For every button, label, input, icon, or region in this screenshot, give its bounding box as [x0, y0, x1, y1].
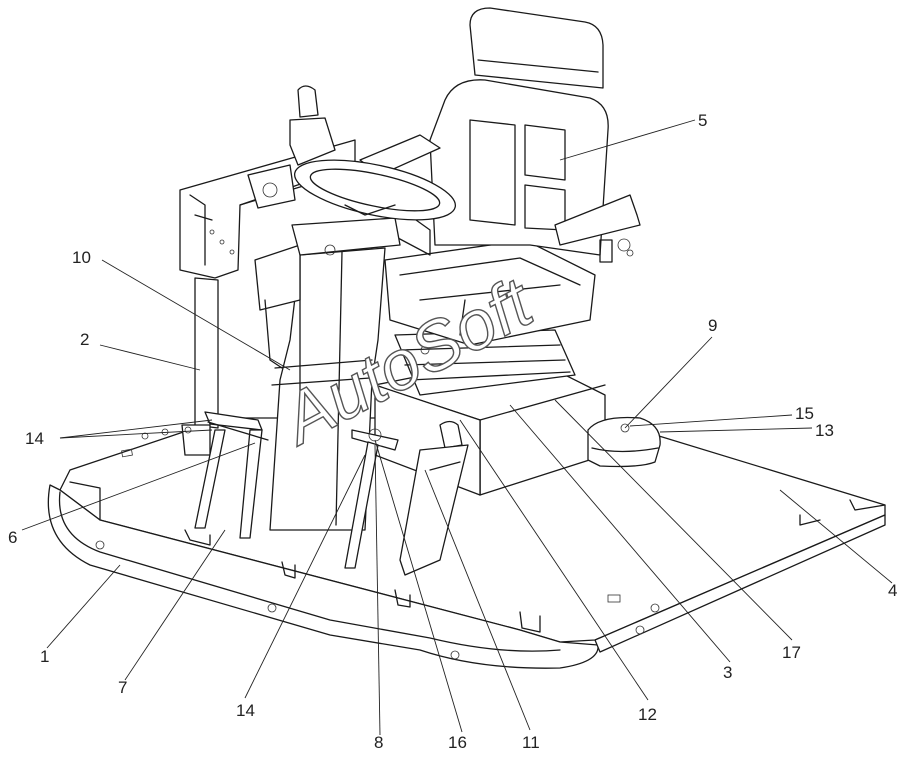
callout-7: 7: [118, 678, 127, 697]
callout-14-left: 14: [25, 429, 44, 448]
floor-cover-13: [587, 416, 661, 468]
callout-12: 12: [638, 705, 657, 724]
callout-15: 15: [795, 404, 814, 423]
left-pedals: [194, 411, 269, 539]
callout-10: 10: [72, 248, 91, 267]
floor-platform: [47, 417, 886, 669]
shift-lever: [247, 85, 336, 209]
leader-lines: [21, 119, 893, 736]
callout-5: 5: [698, 111, 707, 130]
callout-labels: 1 2 3 4 5 6 7 8 9 10 11 12 13 14 14 15 1…: [8, 111, 897, 752]
callout-16: 16: [448, 733, 467, 752]
right-lever-11: [399, 420, 469, 576]
callout-4: 4: [888, 581, 897, 600]
callout-13: 13: [815, 421, 834, 440]
callout-11: 11: [522, 733, 540, 752]
callout-17: 17: [782, 643, 801, 662]
callout-1: 1: [40, 647, 49, 666]
callout-8: 8: [374, 733, 383, 752]
steering-column: [254, 159, 457, 531]
callout-3: 3: [723, 663, 732, 682]
operator-seat: [359, 7, 641, 346]
callout-2: 2: [80, 330, 89, 349]
callout-6: 6: [8, 528, 17, 547]
callout-14-bottom: 14: [236, 701, 255, 720]
callout-9: 9: [708, 316, 717, 335]
seat-suspension: [394, 329, 576, 396]
